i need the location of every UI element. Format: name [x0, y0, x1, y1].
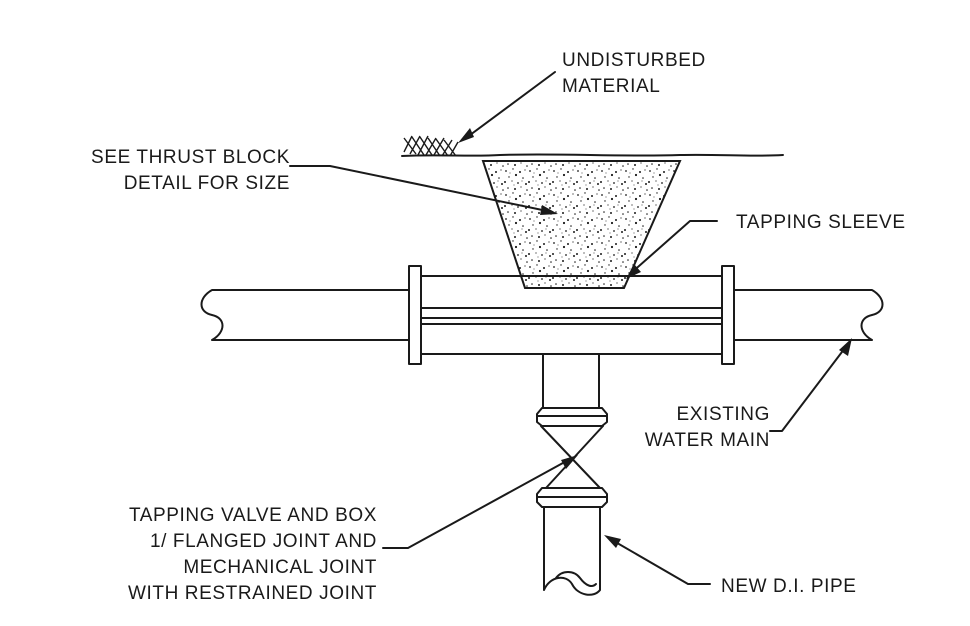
arrowhead-tapping-sleeve: [626, 264, 641, 279]
arrowhead-undisturbed-material: [458, 128, 474, 143]
new-di-pipe: [543, 506, 601, 596]
arrowhead-thrust-block: [540, 205, 558, 215]
leader-tapping-valve: [382, 457, 573, 549]
label-tapping-sleeve: TAPPING SLEEVE: [736, 212, 906, 233]
leader-tapping-sleeve: [629, 220, 718, 275]
arrowhead-water-main: [839, 338, 852, 356]
label-undisturbed-material-line2: MATERIAL: [562, 76, 660, 97]
label-tapping-valve-line4: WITH RESTRAINED JOINT: [128, 583, 377, 604]
ground-line: [401, 153, 784, 157]
thrust-block: [481, 160, 682, 289]
tap-branch-outlet: [542, 353, 600, 409]
label-tapping-valve-line3: MECHANICAL JOINT: [183, 557, 377, 578]
water-main-right: [734, 289, 884, 341]
new-di-pipe-break: [555, 571, 597, 587]
undisturbed-material-hatch: [403, 135, 459, 157]
label-thrust-block-line1: SEE THRUST BLOCK: [91, 147, 290, 168]
label-tapping-valve-line2: 1/ FLANGED JOINT AND: [150, 531, 377, 552]
label-existing-water-main-line2: WATER MAIN: [645, 430, 770, 451]
leader-undisturbed-material: [465, 71, 556, 139]
label-existing-water-main-line1: EXISTING: [677, 404, 770, 425]
leader-thrust-block: [289, 165, 553, 213]
arrowhead-new-di-pipe: [604, 535, 621, 548]
tapping-sleeve-body: [420, 275, 723, 355]
leader-new-di-pipe: [611, 539, 711, 585]
label-new-di-pipe: NEW D.I. PIPE: [721, 576, 857, 597]
sleeve-flange-left: [408, 265, 422, 365]
arrowhead-tapping-valve: [561, 455, 578, 469]
water-main-left: [200, 289, 410, 341]
label-thrust-block-line2: DETAIL FOR SIZE: [124, 173, 290, 194]
valve-upper-flange: [536, 407, 608, 427]
sleeve-flange-right: [721, 265, 735, 365]
label-undisturbed-material-line1: UNDISTURBED: [562, 50, 706, 71]
label-tapping-valve-line1: TAPPING VALVE AND BOX: [129, 505, 377, 526]
valve-lower-flange: [536, 487, 608, 508]
leader-water-main: [769, 343, 849, 432]
